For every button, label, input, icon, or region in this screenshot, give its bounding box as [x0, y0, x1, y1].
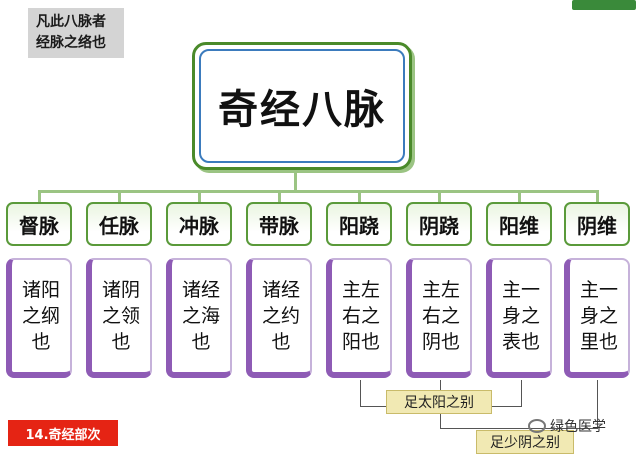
channel-desc-du: 诸阳之纲也 — [6, 258, 72, 378]
channel-header-ren: 任脉 — [86, 202, 152, 246]
channel-desc-ren: 诸阴之领也 — [86, 258, 152, 378]
channel-header-yinwei: 阴维 — [564, 202, 630, 246]
channel-desc-dai-text: 诸经之约也 — [261, 279, 300, 353]
channel-desc-yangqiao: 主左右之阳也 — [326, 258, 392, 378]
branch-connector-4 — [278, 190, 281, 202]
root-node: 奇经八脉 — [192, 42, 412, 170]
brand-logo — [572, 0, 636, 10]
root-node-label: 奇经八脉 — [218, 86, 386, 133]
branch-connector-5 — [358, 190, 361, 202]
channel-header-yinqiao: 阴跷 — [406, 202, 472, 246]
branch-connector-2 — [118, 190, 121, 202]
channel-header-chong: 冲脉 — [166, 202, 232, 246]
watermark: 绿色医学 — [528, 414, 640, 438]
channel-desc-yangqiao-text: 主左右之阳也 — [341, 279, 380, 353]
channel-desc-chong-text: 诸经之海也 — [181, 279, 220, 353]
channel-desc-ren-text: 诸阴之领也 — [101, 279, 140, 353]
channel-desc-dai: 诸经之约也 — [246, 258, 312, 378]
channel-desc-chong: 诸经之海也 — [166, 258, 232, 378]
intro-note-line-2: 经脉之络也 — [36, 35, 106, 51]
chapter-tag: 14.奇经部次 — [8, 420, 118, 446]
channel-desc-yinqiao: 主左右之阴也 — [406, 258, 472, 378]
branch-connector-1 — [38, 190, 41, 202]
label-zu-shaoyin: 足少阴之别 — [476, 430, 574, 454]
branch-connector-6 — [438, 190, 441, 202]
watermark-text: 绿色医学 — [550, 419, 606, 435]
channel-desc-yangwei: 主一身之表也 — [486, 258, 552, 378]
horizontal-connector — [38, 190, 598, 193]
channel-header-yangwei: 阳维 — [486, 202, 552, 246]
intro-note-line-1: 凡此八脉者 — [36, 14, 106, 30]
channel-header-dai: 带脉 — [246, 202, 312, 246]
branch-connector-3 — [198, 190, 201, 202]
channel-desc-du-text: 诸阳之纲也 — [21, 279, 60, 353]
intro-note: 凡此八脉者 经脉之络也 — [28, 8, 124, 58]
branch-connector-8 — [596, 190, 599, 202]
channel-header-du: 督脉 — [6, 202, 72, 246]
channel-desc-yinwei: 主一身之里也 — [564, 258, 630, 378]
channel-desc-yinwei-text: 主一身之里也 — [579, 279, 618, 353]
branch-connector-7 — [518, 190, 521, 202]
channel-desc-yinqiao-text: 主左右之阴也 — [421, 279, 460, 353]
label-zu-taiyang: 足太阳之别 — [386, 390, 492, 414]
channel-desc-yangwei-text: 主一身之表也 — [501, 279, 540, 353]
channel-header-yangqiao: 阳跷 — [326, 202, 392, 246]
wechat-icon — [528, 419, 546, 433]
root-connector — [294, 170, 297, 192]
